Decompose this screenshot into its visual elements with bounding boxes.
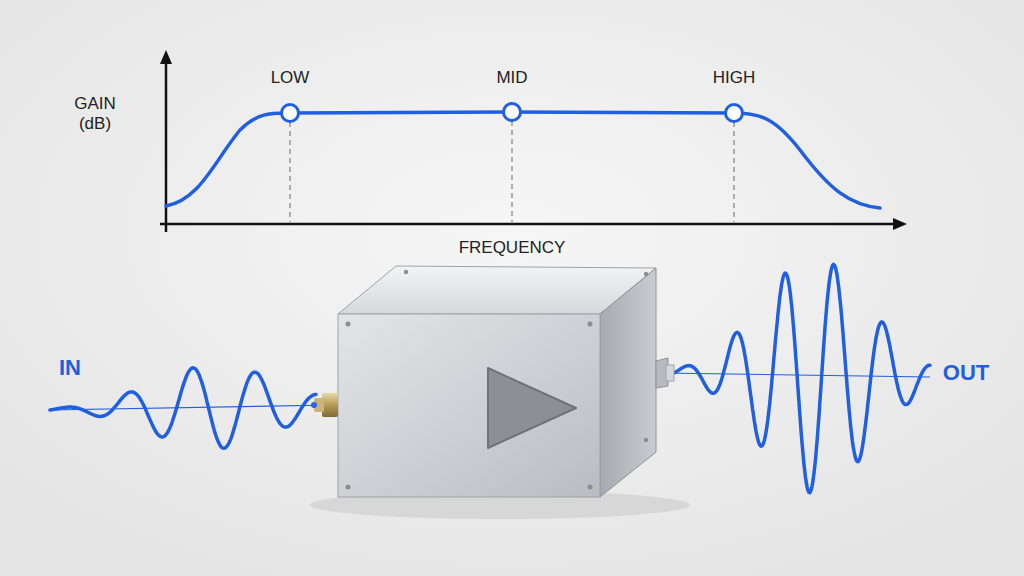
axis-label: FREQUENCY [459, 238, 566, 258]
axis-label: GAIN (dB) [67, 94, 123, 135]
guide-lines [290, 121, 734, 222]
band-label: MID [496, 68, 527, 88]
gain-curve [166, 112, 880, 208]
amplifier-box [310, 266, 690, 519]
signal-label: OUT [943, 360, 989, 386]
output-signal [674, 265, 930, 493]
band-label: LOW [271, 68, 310, 88]
input-baseline [50, 405, 335, 410]
band-label: HIGH [713, 68, 756, 88]
band-markers [282, 104, 743, 122]
signal-label: IN [59, 355, 81, 381]
input-signal [50, 368, 316, 448]
amplifier-symbol [488, 368, 576, 448]
chart-axes [160, 50, 907, 232]
